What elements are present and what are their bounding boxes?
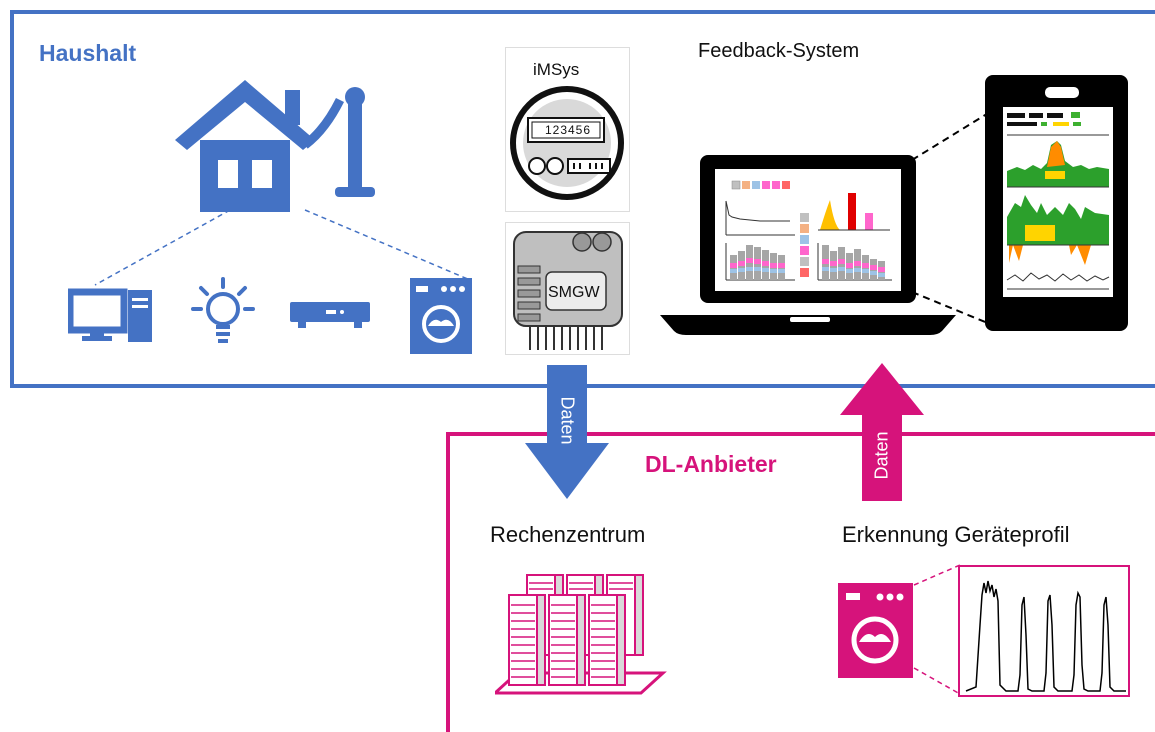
- washer-profile-connector: [913, 564, 961, 695]
- data-down-label-wrap: Daten: [530, 396, 605, 444]
- data-down-arrow-icon: [525, 365, 609, 499]
- meter-display-text: 123456: [544, 123, 592, 137]
- house-with-antenna-icon: [175, 80, 375, 212]
- smgw-label: SMGW: [548, 284, 600, 301]
- smart-meter-icon: [510, 86, 624, 200]
- imsys-card: [505, 47, 630, 212]
- rechenzentrum-label: Rechenzentrum: [490, 522, 646, 547]
- house-device-connectors: [94, 209, 471, 286]
- data-down-label: Daten: [557, 395, 578, 445]
- data-up-arrow-icon: [840, 363, 924, 501]
- server-racks-icon: [495, 574, 667, 695]
- imsys-label: iMSys: [533, 60, 580, 79]
- data-up-label-wrap: Daten: [845, 431, 920, 479]
- washing-machine-icon: [410, 278, 472, 354]
- erkennung-label: Erkennung Geräteprofil: [842, 522, 1070, 547]
- smart-meter-gateway-icon: [513, 231, 623, 350]
- feedback-system-label: Feedback-System: [698, 40, 860, 62]
- haushalt-label: Haushalt: [39, 40, 137, 66]
- smgw-card: [505, 222, 630, 355]
- washing-machine-magenta-icon: [838, 583, 913, 678]
- set-top-box-icon: [290, 302, 370, 328]
- lightbulb-icon: [191, 277, 255, 343]
- laptop-dashboard-icon: [660, 155, 956, 335]
- data-up-label: Daten: [871, 430, 892, 480]
- dl-anbieter-label: DL-Anbieter: [645, 451, 777, 477]
- load-profile-chart-icon: [958, 565, 1130, 697]
- computer-icon: [68, 288, 152, 342]
- dl-anbieter-frame: [446, 432, 1155, 732]
- phone-dashboard-icon: [985, 75, 1128, 331]
- zoom-connector-lines: [911, 111, 991, 325]
